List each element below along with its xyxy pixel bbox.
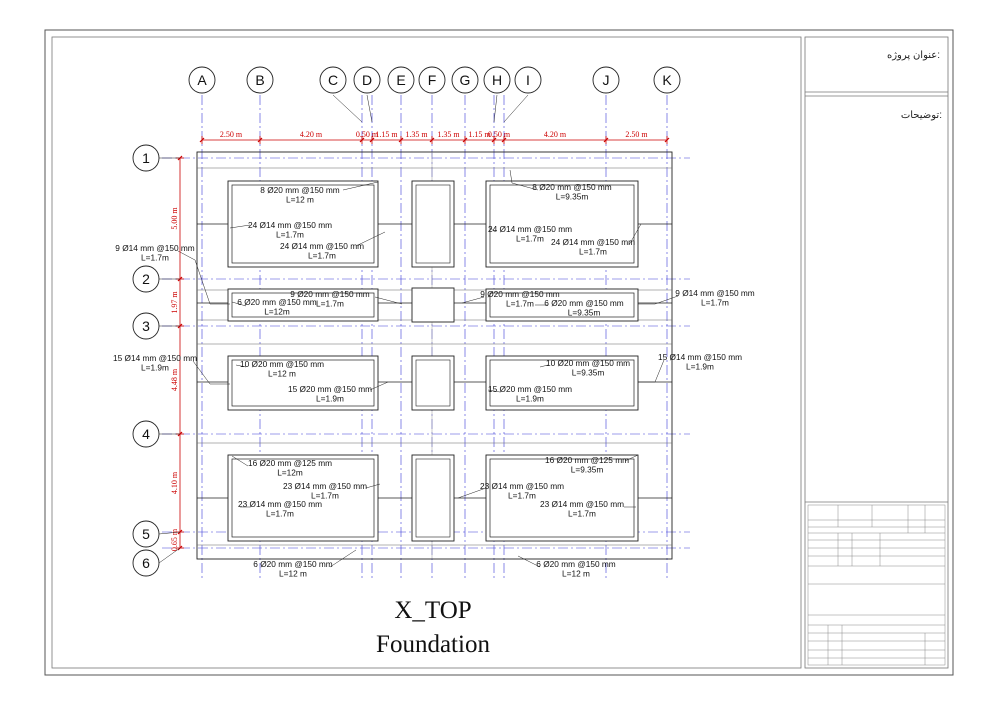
grid-label-G: G (460, 72, 471, 88)
grid-label-6: 6 (142, 555, 150, 571)
pedestal-4 (411, 454, 455, 542)
grid-label-D: D (362, 72, 372, 88)
drawing-subtitle: Foundation (376, 631, 490, 658)
leader-lines (177, 169, 679, 568)
grid-label-H: H (492, 72, 502, 88)
dimension-text-col: 0.50 m (356, 130, 379, 139)
dimension-text-col: 0.50 m (488, 130, 511, 139)
grid-label-4: 4 (142, 426, 150, 442)
grid-label-5: 5 (142, 526, 150, 542)
grid-bubble-A (188, 66, 216, 94)
grid-label-J: J (603, 72, 610, 88)
grid-label-3: 3 (142, 318, 150, 334)
grid-label-E: E (396, 72, 405, 88)
footing-left-2 (227, 288, 379, 322)
grid-label-C: C (328, 72, 338, 88)
dimension-text-col: 2.50 m (220, 130, 243, 139)
footing-left-1 (227, 180, 379, 268)
dimension-text-row: 4.10 m (170, 471, 179, 494)
pedestal-1 (411, 180, 455, 268)
notes-label: توضیحات: (901, 110, 942, 121)
grid-bubble-E (387, 66, 415, 94)
pedestal-2 (411, 287, 455, 323)
dimension-text-col: 4.20 m (544, 130, 567, 139)
grid-label-I: I (526, 72, 530, 88)
footing-right-4 (485, 454, 639, 542)
grid-label-K: K (662, 72, 672, 88)
grid-bubble-H (483, 66, 511, 94)
grid-label-F: F (428, 72, 437, 88)
grid-label-A: A (197, 72, 207, 88)
drawing-frame (51, 36, 802, 669)
dimension-text-row: 0.65 m (170, 528, 179, 551)
footing-right-1 (485, 180, 639, 268)
title-block-frame (804, 36, 949, 669)
dimension-text-row: 4.48 m (170, 368, 179, 391)
grid-bubble-G (451, 66, 479, 94)
outer-border (44, 29, 954, 676)
dimension-text-col: 1.35 m (405, 130, 428, 139)
grid-bubble-B (246, 66, 274, 94)
footing-left-3 (227, 355, 379, 411)
grid-bubble-I (514, 66, 542, 94)
project-title-label: عنوان پروژه: (887, 50, 940, 61)
footing-right-2 (485, 288, 639, 322)
dimension-text-col: 4.20 m (300, 130, 323, 139)
grid-bubbles: A B C D E F G H I J K 1 2 3 4 5 6 (132, 66, 681, 577)
grid-bubble-D (353, 66, 381, 94)
grid-label-1: 1 (142, 150, 150, 166)
dimension-text-col: 1.15 m (375, 130, 398, 139)
dimension-text-col: 2.50 m (625, 130, 648, 139)
dimension-text-col: 1.35 m (437, 130, 460, 139)
drawing-title: X_TOP (394, 597, 471, 624)
grid-bubble-J (592, 66, 620, 94)
pedestal-3 (411, 355, 455, 411)
grid-bubble-K (653, 66, 681, 94)
title-block-table (807, 504, 946, 666)
grid-bubble-C (319, 66, 347, 94)
mat-outline (196, 151, 673, 560)
dimension-text-row: 5.00 m (170, 207, 179, 230)
grid-bubble-F (418, 66, 446, 94)
dimension-text-row: 1.97 m (170, 291, 179, 314)
grid-label-2: 2 (142, 271, 150, 287)
foundation-outline (196, 151, 673, 560)
footing-left-4 (227, 454, 379, 542)
dimension-text-col: 1.15 m (468, 130, 491, 139)
footing-right-3 (485, 355, 639, 411)
grid-label-B: B (255, 72, 264, 88)
